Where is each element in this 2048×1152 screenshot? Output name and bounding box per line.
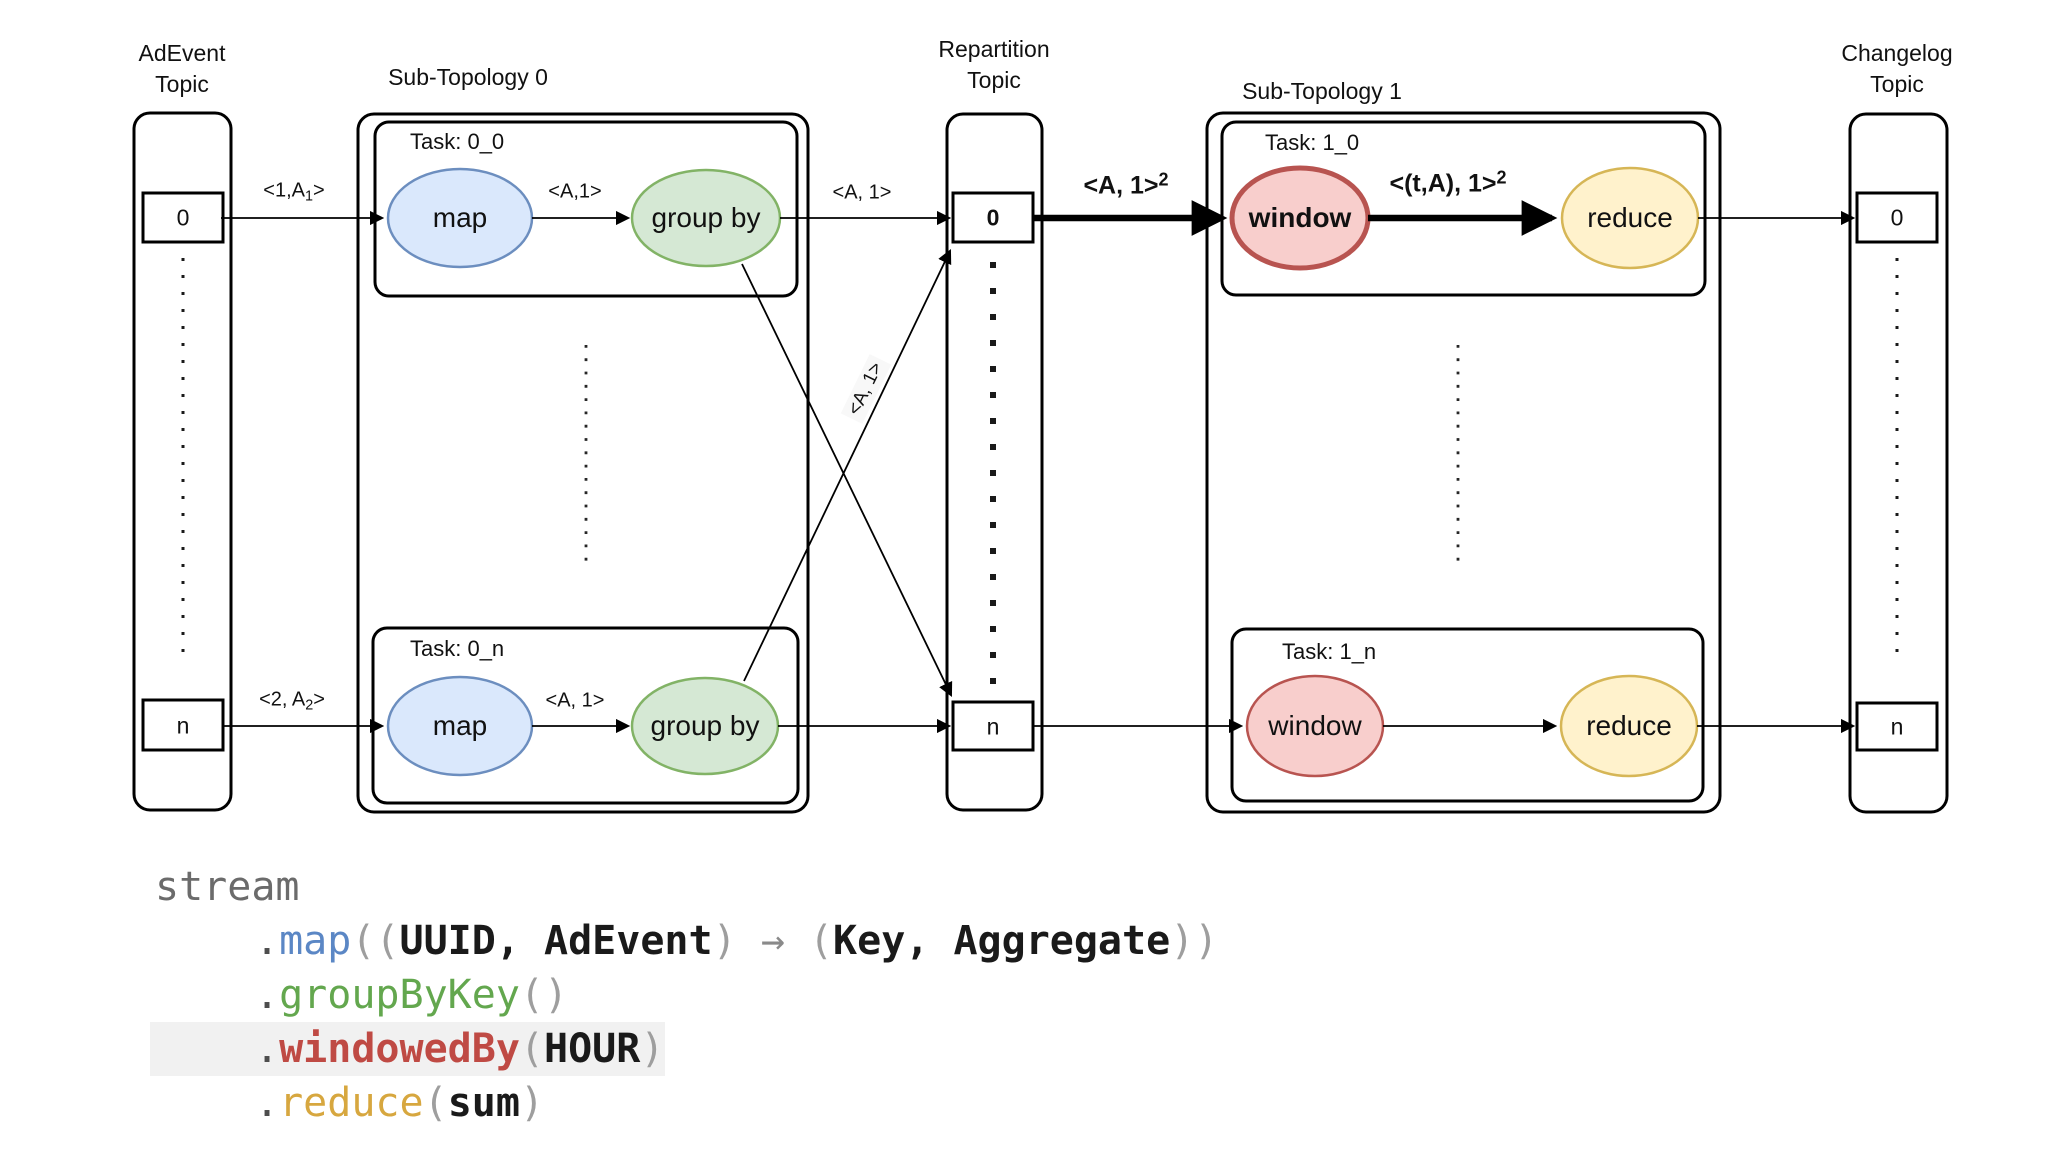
adevent-topic-title-line2: Topic [155, 71, 209, 97]
code-fn-reduce: reduce [279, 1080, 424, 1126]
changelog-partition-n-label: n [1890, 713, 1904, 740]
code-line-stream: stream [155, 864, 300, 910]
changelog-partition-0-label: 0 [1890, 204, 1904, 231]
code-line-reduce: .reduce(sum) [255, 1078, 544, 1128]
code-dot: . [255, 918, 280, 964]
edge-label-superscript: 2 [1496, 167, 1507, 188]
changelog-topic-title-line2: Topic [1870, 71, 1924, 97]
changelog-partition-0-box [1855, 191, 1939, 244]
map-label-task-0-n: map [432, 710, 488, 741]
edge-label-part: <1,A [263, 179, 305, 202]
code-paren: ( [784, 918, 834, 964]
code-dot: . [255, 972, 280, 1018]
edge-label-part: > [313, 179, 325, 202]
code-dot: . [255, 1080, 280, 1126]
code-line-groupbykey: .groupByKey() [255, 970, 568, 1020]
edge-label-subscript: 1 [305, 188, 314, 205]
code-paren: ) [519, 1080, 545, 1126]
task-1-n-label: Task: 1_n [1282, 639, 1377, 664]
code-paren: ) [640, 1026, 665, 1072]
edge-label-groupby00-to-repartition0: <A, 1> [832, 181, 892, 204]
repartition-topic-title-line2: Topic [967, 67, 1021, 93]
code-paren: (( [351, 918, 400, 964]
code-paren: () [519, 972, 569, 1018]
code-paren: ( [423, 1080, 448, 1126]
repartition-partition-0-box [951, 191, 1035, 244]
window-label-task-1-n: window [1268, 710, 1362, 741]
edge-label-part: <2, A [259, 688, 306, 711]
arrow-groupby0n-to-repartition0-diagonal [743, 249, 952, 682]
adevent-topic-column [132, 111, 233, 812]
changelog-topic-title-line1: Changelog [1841, 40, 1953, 66]
edge-label-repartition0-to-window: <A, 1>2 [1083, 169, 1168, 200]
window-label-task-1-0: window [1248, 202, 1352, 233]
code-dot: . [255, 1026, 280, 1072]
edge-label-map00-to-groupby: <A,1> [548, 180, 602, 203]
code-arg: sum [447, 1080, 520, 1126]
adevent-topic-title: AdEvent Topic [139, 38, 226, 100]
code-fn-windowedby: windowedBy [279, 1026, 520, 1072]
code-paren: ) [712, 918, 761, 964]
repartition-partition-0-label: 0 [986, 204, 1000, 231]
edge-label-window-to-reduce: <(t,A), 1>2 [1390, 167, 1507, 198]
code-arg: HOUR [544, 1026, 641, 1072]
task-0-n-label: Task: 0_n [410, 636, 505, 661]
edge-label-superscript: 2 [1158, 169, 1169, 190]
code-fn-groupbykey: groupByKey [279, 972, 520, 1018]
adevent-partition-0-label: 0 [176, 204, 190, 231]
edge-label-subscript: 2 [305, 697, 314, 714]
code-arrow-glyph: → [760, 918, 785, 964]
edge-label-part: <(t,A), 1> [1389, 169, 1497, 198]
repartition-topic-column [945, 112, 1044, 812]
edge-label-adeventN-to-map: <2, A2> [259, 689, 325, 714]
subtopology-0-label: Sub-Topology 0 [388, 64, 548, 90]
code-line-windowedby: .windowedBy(HOUR) [255, 1024, 664, 1074]
edge-label-map0n-to-groupby: <A, 1> [545, 689, 605, 712]
changelog-partition-n-box [1855, 701, 1939, 752]
code-fn-map: map [279, 918, 352, 964]
code-arg: UUID, AdEvent [399, 918, 713, 964]
map-label-task-0-0: map [432, 202, 488, 233]
task-0-0-label: Task: 0_0 [410, 129, 505, 154]
repartition-topic-title: Repartition Topic [938, 34, 1049, 96]
reduce-label-task-1-n: reduce [1586, 710, 1672, 741]
repartition-partition-n-label: n [986, 713, 1000, 740]
task-1-0-label: Task: 1_0 [1265, 130, 1360, 155]
code-arg: Key, Aggregate [833, 918, 1171, 964]
code-paren: )) [1170, 918, 1219, 964]
code-highlight-band [150, 1022, 665, 1076]
code-paren: ( [519, 1026, 545, 1072]
edge-label-adevent0-to-map: <1,A1> [263, 180, 324, 205]
groupby-label-task-0-n: group by [650, 710, 760, 741]
reduce-label-task-1-0: reduce [1587, 202, 1673, 233]
repartition-topic-title-line1: Repartition [938, 36, 1050, 62]
changelog-topic-title: Changelog Topic [1841, 38, 1952, 100]
adevent-partition-n-label: n [176, 712, 190, 739]
arrow-groupby00-to-repartitionN-diagonal [741, 263, 953, 697]
code-line-map: .map((UUID, AdEvent) → (Key, Aggregate)) [255, 916, 1218, 966]
edge-label-part: > [313, 688, 325, 711]
adevent-topic-title-line1: AdEvent [138, 40, 226, 66]
groupby-label-task-0-0: group by [651, 202, 761, 233]
subtopology-1-label: Sub-Topology 1 [1242, 78, 1402, 104]
edge-label-part: <A, 1> [1083, 171, 1159, 200]
adevent-partition-n-box [141, 698, 225, 752]
